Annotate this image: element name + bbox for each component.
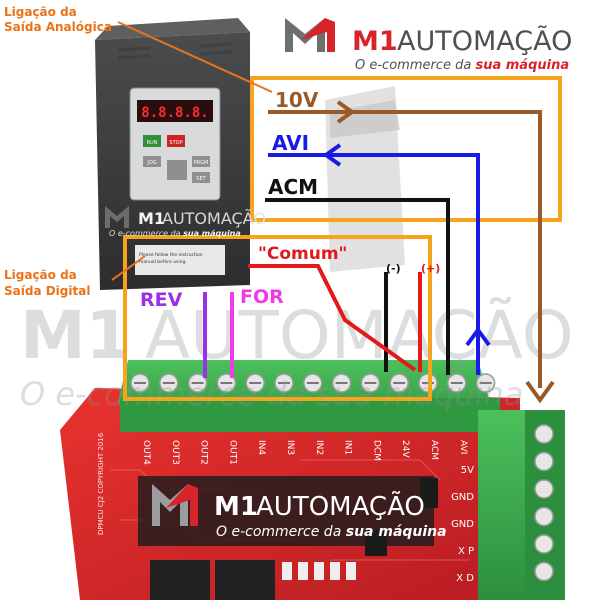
board-logo-tagline: O e-commerce da sua máquina [216, 524, 447, 540]
side-terminal-label: X D [456, 573, 474, 584]
jog-key [143, 156, 161, 167]
watermark-logo: M1 AUTOMAÇÃO O e-commerce da sua máquina [20, 297, 574, 413]
side-terminal-screw [534, 424, 554, 444]
label-acm: ACM [268, 175, 318, 199]
m1-logo-mark [285, 18, 325, 52]
label-10v: 10V [275, 88, 319, 112]
side-terminal-screw [534, 479, 554, 499]
terminal-label: OUT1 [227, 440, 237, 465]
arrow-keys [167, 160, 187, 180]
watermark-name-rest: AUTOMAÇÃO [145, 297, 574, 374]
terminal-label: 24V [400, 440, 410, 458]
sticker-line2: manual before using. [139, 259, 187, 265]
frequency-inverter: 8.8.8.8. RUN STOP JOG PRGM SET Please fo… [95, 18, 250, 290]
terminal-label: DCM [371, 440, 381, 461]
wire-acm [265, 198, 450, 375]
callout-analog-line2: Saída Analógica [4, 20, 112, 34]
brand-logo-board: M1 AUTOMAÇÃO O e-commerce da sua máquina [138, 476, 447, 546]
terminal-label: IN4 [256, 440, 266, 455]
terminal-label: IN2 [314, 440, 324, 455]
small-logo-m1: M1 [138, 209, 165, 228]
terminal-label: IN1 [343, 440, 353, 455]
callout-digital-line2: Saída Digital [4, 284, 90, 298]
watermark-name: M1 [20, 297, 132, 374]
side-terminal-label: GND [451, 519, 474, 530]
run-key-label: RUN [147, 140, 158, 146]
prg-key [192, 156, 210, 167]
label-comum: "Comum" [258, 244, 347, 264]
side-terminal-screw [534, 561, 554, 582]
logo-tagline: O e-commerce da sua máquina [355, 58, 569, 73]
label-rev: REV [140, 289, 183, 311]
terminal-label: AVI [458, 440, 468, 454]
run-key [143, 135, 161, 147]
set-key-label: SET [196, 176, 206, 182]
logo-m1: M1 [352, 26, 398, 57]
side-terminal-screw [534, 451, 554, 472]
side-terminal-screw [534, 506, 554, 527]
callout-digital-line1: Ligação da [4, 268, 77, 282]
wire-comum [248, 264, 417, 372]
side-terminal-label: GND [451, 492, 474, 503]
jog-key-label: JOG [146, 160, 156, 166]
brand-logo-top: M1 AUTOMAÇÃO O e-commerce da sua máquina [285, 18, 572, 73]
label-minus: (-) [386, 262, 401, 275]
callout-analog-line1: Ligação da [4, 5, 77, 19]
stop-key-label: STOP [169, 140, 182, 146]
bottom-terminal-block: OUT4 OUT3 OUT2 OUT1 IN4 IN3 IN2 IN1 DCM 24V ACM AVI… [118, 360, 500, 465]
analog-connection-box [250, 76, 562, 222]
terminal-label: OUT3 [170, 440, 180, 465]
inverter-sticker [135, 245, 225, 275]
terminal-label: OUT4 [141, 440, 151, 465]
callout-analog: Ligação da Saída Analógica [4, 5, 273, 93]
terminal-label: ACM [429, 440, 439, 460]
component-row [150, 560, 356, 600]
watermark-tagline: O e-commerce da sua máquina [20, 375, 523, 413]
board-logo-m1: M1 [214, 492, 258, 522]
small-logo-tagline: O e-commerce da sua máquina [109, 229, 241, 238]
led-display [137, 100, 213, 122]
stop-key [167, 135, 185, 147]
terminal-label: OUT2 [199, 440, 209, 465]
wire-10v [268, 100, 555, 404]
wire-avi [268, 143, 491, 375]
callout-digital: Ligação da Saída Digital [4, 255, 146, 298]
set-key [192, 172, 210, 183]
brand-logo-small: M1 AUTOMAÇÃO O e-commerce da sua máquina [105, 206, 266, 238]
board-silk-text: DPMCU CJ2 COPYRIGHT 2016 [97, 432, 105, 535]
label-avi: AVI [272, 131, 309, 155]
side-terminal-screw [534, 534, 554, 554]
label-plus: (+) [421, 262, 440, 275]
small-logo-name: AUTOMAÇÃO [162, 209, 266, 228]
prg-key-label: PRGM [194, 160, 209, 166]
sticker-line1: Please follow the instruction [139, 252, 203, 258]
logo-automacao: AUTOMAÇÃO [397, 25, 572, 57]
digital-connection-box [123, 235, 432, 401]
board-logo-name: AUTOMAÇÃO [256, 490, 425, 522]
side-terminal-block: 5V GND GND X P X D [451, 410, 565, 600]
display-digits: 8.8.8.8. [141, 105, 208, 121]
terminal-label: IN3 [285, 440, 295, 455]
side-terminal-label: X P [458, 546, 474, 557]
label-for: FOR [240, 286, 284, 308]
side-terminal-label: 5V [461, 465, 474, 476]
